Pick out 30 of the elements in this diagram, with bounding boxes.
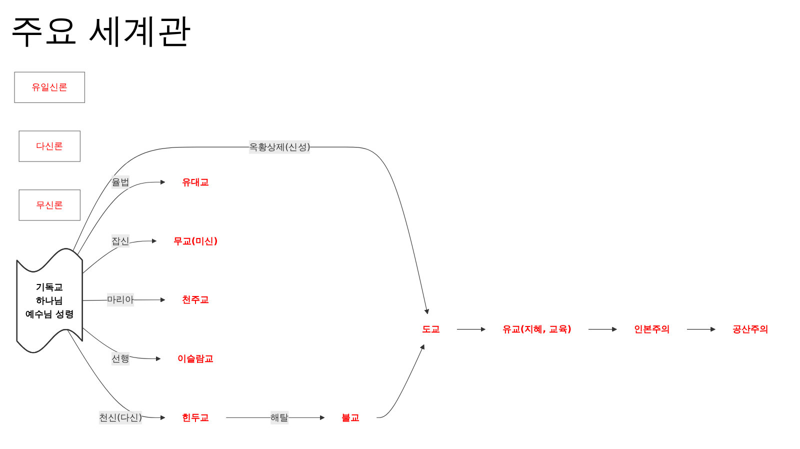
arrow [456, 326, 486, 332]
node-text: 유대교 [182, 176, 210, 188]
node-text: 인본주의 [634, 324, 670, 334]
node-text: 무교(미신) [173, 235, 218, 246]
arrow [376, 344, 424, 418]
arrow [77, 180, 166, 256]
arrow [82, 327, 161, 362]
edge-label: 율법 [111, 176, 130, 188]
arrow [72, 146, 430, 314]
edge-label: 해탈 [270, 412, 289, 423]
node-box: 유일신론 [14, 72, 85, 103]
node-text: 이슬람교 [177, 353, 214, 364]
edge-label: 선행 [111, 353, 130, 364]
arrow [67, 330, 166, 420]
edge-label: 마리아 [106, 294, 134, 305]
node-box: 무신론 [18, 190, 80, 221]
node-text: 도교 [422, 324, 440, 334]
node-text: 천주교 [182, 294, 210, 305]
arrow [686, 326, 716, 332]
node-text: 힌두교 [182, 412, 210, 423]
arrow [82, 238, 157, 274]
node-text: 불교 [342, 412, 360, 423]
edge-label: 천신(다신) [98, 412, 142, 423]
arrow [588, 326, 617, 332]
node-text: 공산주의 [732, 324, 768, 334]
edge-label: 잡신 [111, 235, 130, 246]
node-box: 다신론 [18, 130, 80, 162]
node-text: 유교(지혜, 교육) [502, 324, 572, 334]
edge-label: 옥황상제(신성) [248, 141, 310, 152]
title: 주요 세계관 [10, 10, 191, 53]
